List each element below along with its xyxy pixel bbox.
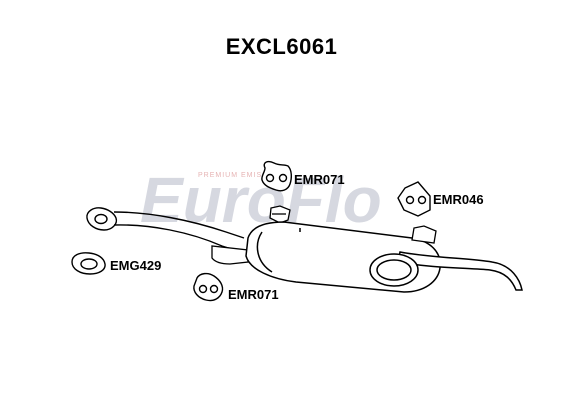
part-emg429-gasket <box>71 252 106 275</box>
part-label-emr046: EMR046 <box>433 192 484 207</box>
part-emr071-top-hanger <box>261 160 293 192</box>
part-label-emg429: EMG429 <box>110 258 162 273</box>
part-emr046-hanger <box>397 181 431 217</box>
tailpipe <box>369 251 523 291</box>
product-code-title: EXCL6061 <box>225 34 338 59</box>
silencer-hanger-bracket <box>411 225 437 244</box>
part-emr071-bottom-hanger <box>193 272 224 302</box>
front-flange <box>86 207 118 231</box>
part-label-emr071-top: EMR071 <box>294 172 345 187</box>
connector-pipe <box>211 245 249 265</box>
watermark-tagline-text: PREMIUM EMISSIONS <box>198 172 289 179</box>
euroflo-watermark-logo: EuroFlo PREMIUM EMISSIONS <box>140 164 382 236</box>
watermark-brand-text: EuroFlo <box>140 164 382 236</box>
part-label-emr071-bottom: EMR071 <box>228 287 279 302</box>
